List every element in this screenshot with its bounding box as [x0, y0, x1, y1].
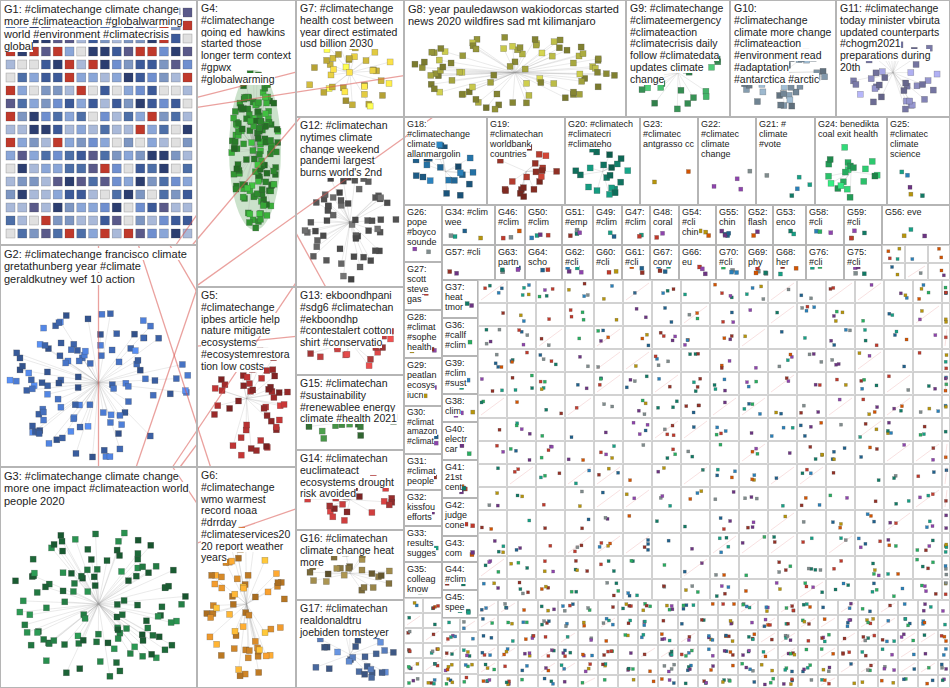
graph-canvas: G1: #climatechange climate change more #…	[0, 0, 950, 688]
